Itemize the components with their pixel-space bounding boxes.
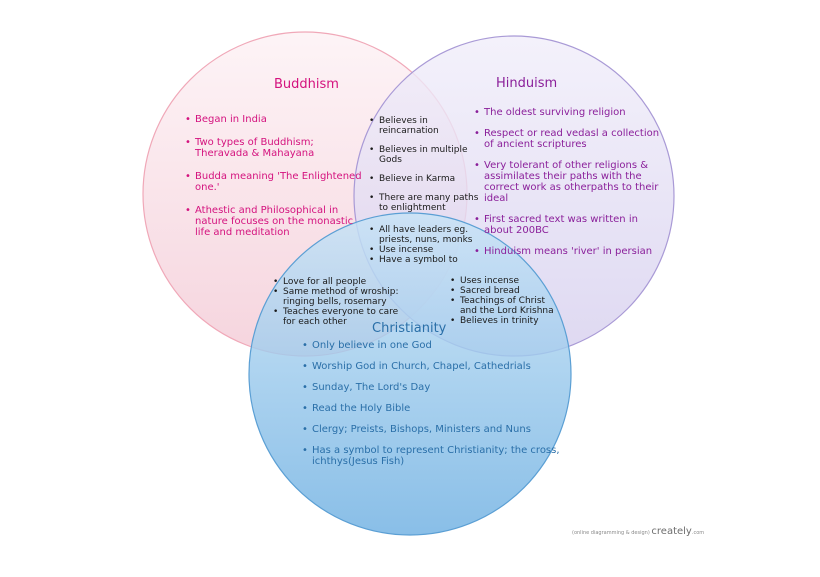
buddhism-item: Budda meaning 'The Enlightened one.' [185, 171, 365, 193]
buddhism-item: Athestic and Philosophical in nature foc… [185, 205, 365, 238]
watermark-tagline: (online diagramming & design) [572, 530, 650, 536]
hinduism-title: Hinduism [496, 76, 558, 91]
buddhism-item: Began in India [185, 114, 365, 125]
hinduism-item: Very tolerant of other religions & assim… [474, 160, 664, 204]
overlap-item: There are many paths to enlightment [369, 193, 479, 213]
overlap-item: Love for all people [273, 277, 401, 287]
hinduism-list: The oldest surviving religion Respect or… [474, 107, 664, 267]
overlap-item: All have leaders eg. priests, nuns, monk… [369, 225, 481, 245]
overlap-item: Teachings of Christ and the Lord Krishna [450, 296, 560, 316]
hinduism-item: Hinduism means 'river' in persian [474, 246, 664, 257]
overlap-item: Uses incense [450, 276, 560, 286]
christianity-item: Only believe in one God [302, 340, 570, 351]
hinduism-item: First sacred text was written in about 2… [474, 214, 664, 236]
hinduism-item: The oldest surviving religion [474, 107, 664, 118]
christianity-item: Read the Holy Bible [302, 403, 570, 414]
overlap-item: Believes in reincarnation [369, 116, 479, 136]
overlap-item: Teaches everyone to care for each other [273, 307, 401, 327]
buddhism-christianity-list: Love for all people Same method of wrosh… [273, 277, 401, 327]
watermark-suffix: .com [691, 530, 705, 536]
all-three-list: All have leaders eg. priests, nuns, monk… [369, 225, 481, 265]
christianity-item: Worship God in Church, Chapel, Cathedria… [302, 361, 570, 372]
creately-watermark: (online diagramming & design) creately.c… [572, 526, 704, 537]
hinduism-item: Respect or read vedasl a collection of a… [474, 128, 664, 150]
overlap-item: Believe in Karma [369, 174, 479, 184]
hinduism-christianity-list: Uses incense Sacred bread Teachings of C… [450, 276, 560, 326]
overlap-item: Have a symbol to [369, 255, 481, 265]
christianity-item: Sunday, The Lord's Day [302, 382, 570, 393]
overlap-item: Use incense [369, 245, 481, 255]
overlap-item: Same method of wroship: ringing bells, r… [273, 287, 401, 307]
watermark-brand: creately [651, 526, 692, 537]
buddhism-item: Two types of Buddhism; Theravada & Mahay… [185, 137, 365, 159]
overlap-item: Believes in trinity [450, 316, 560, 326]
overlap-item: Sacred bread [450, 286, 560, 296]
christianity-item: Clergy; Preists, Bishops, Ministers and … [302, 424, 570, 435]
buddhism-hinduism-list: Believes in reincarnation Believes in mu… [369, 116, 479, 222]
overlap-item: Believes in multiple Gods [369, 145, 479, 165]
buddhism-list: Began in India Two types of Buddhism; Th… [185, 114, 365, 250]
buddhism-title: Buddhism [274, 77, 339, 92]
christianity-list: Only believe in one God Worship God in C… [302, 340, 570, 477]
christianity-item: Has a symbol to represent Christianity; … [302, 445, 570, 467]
